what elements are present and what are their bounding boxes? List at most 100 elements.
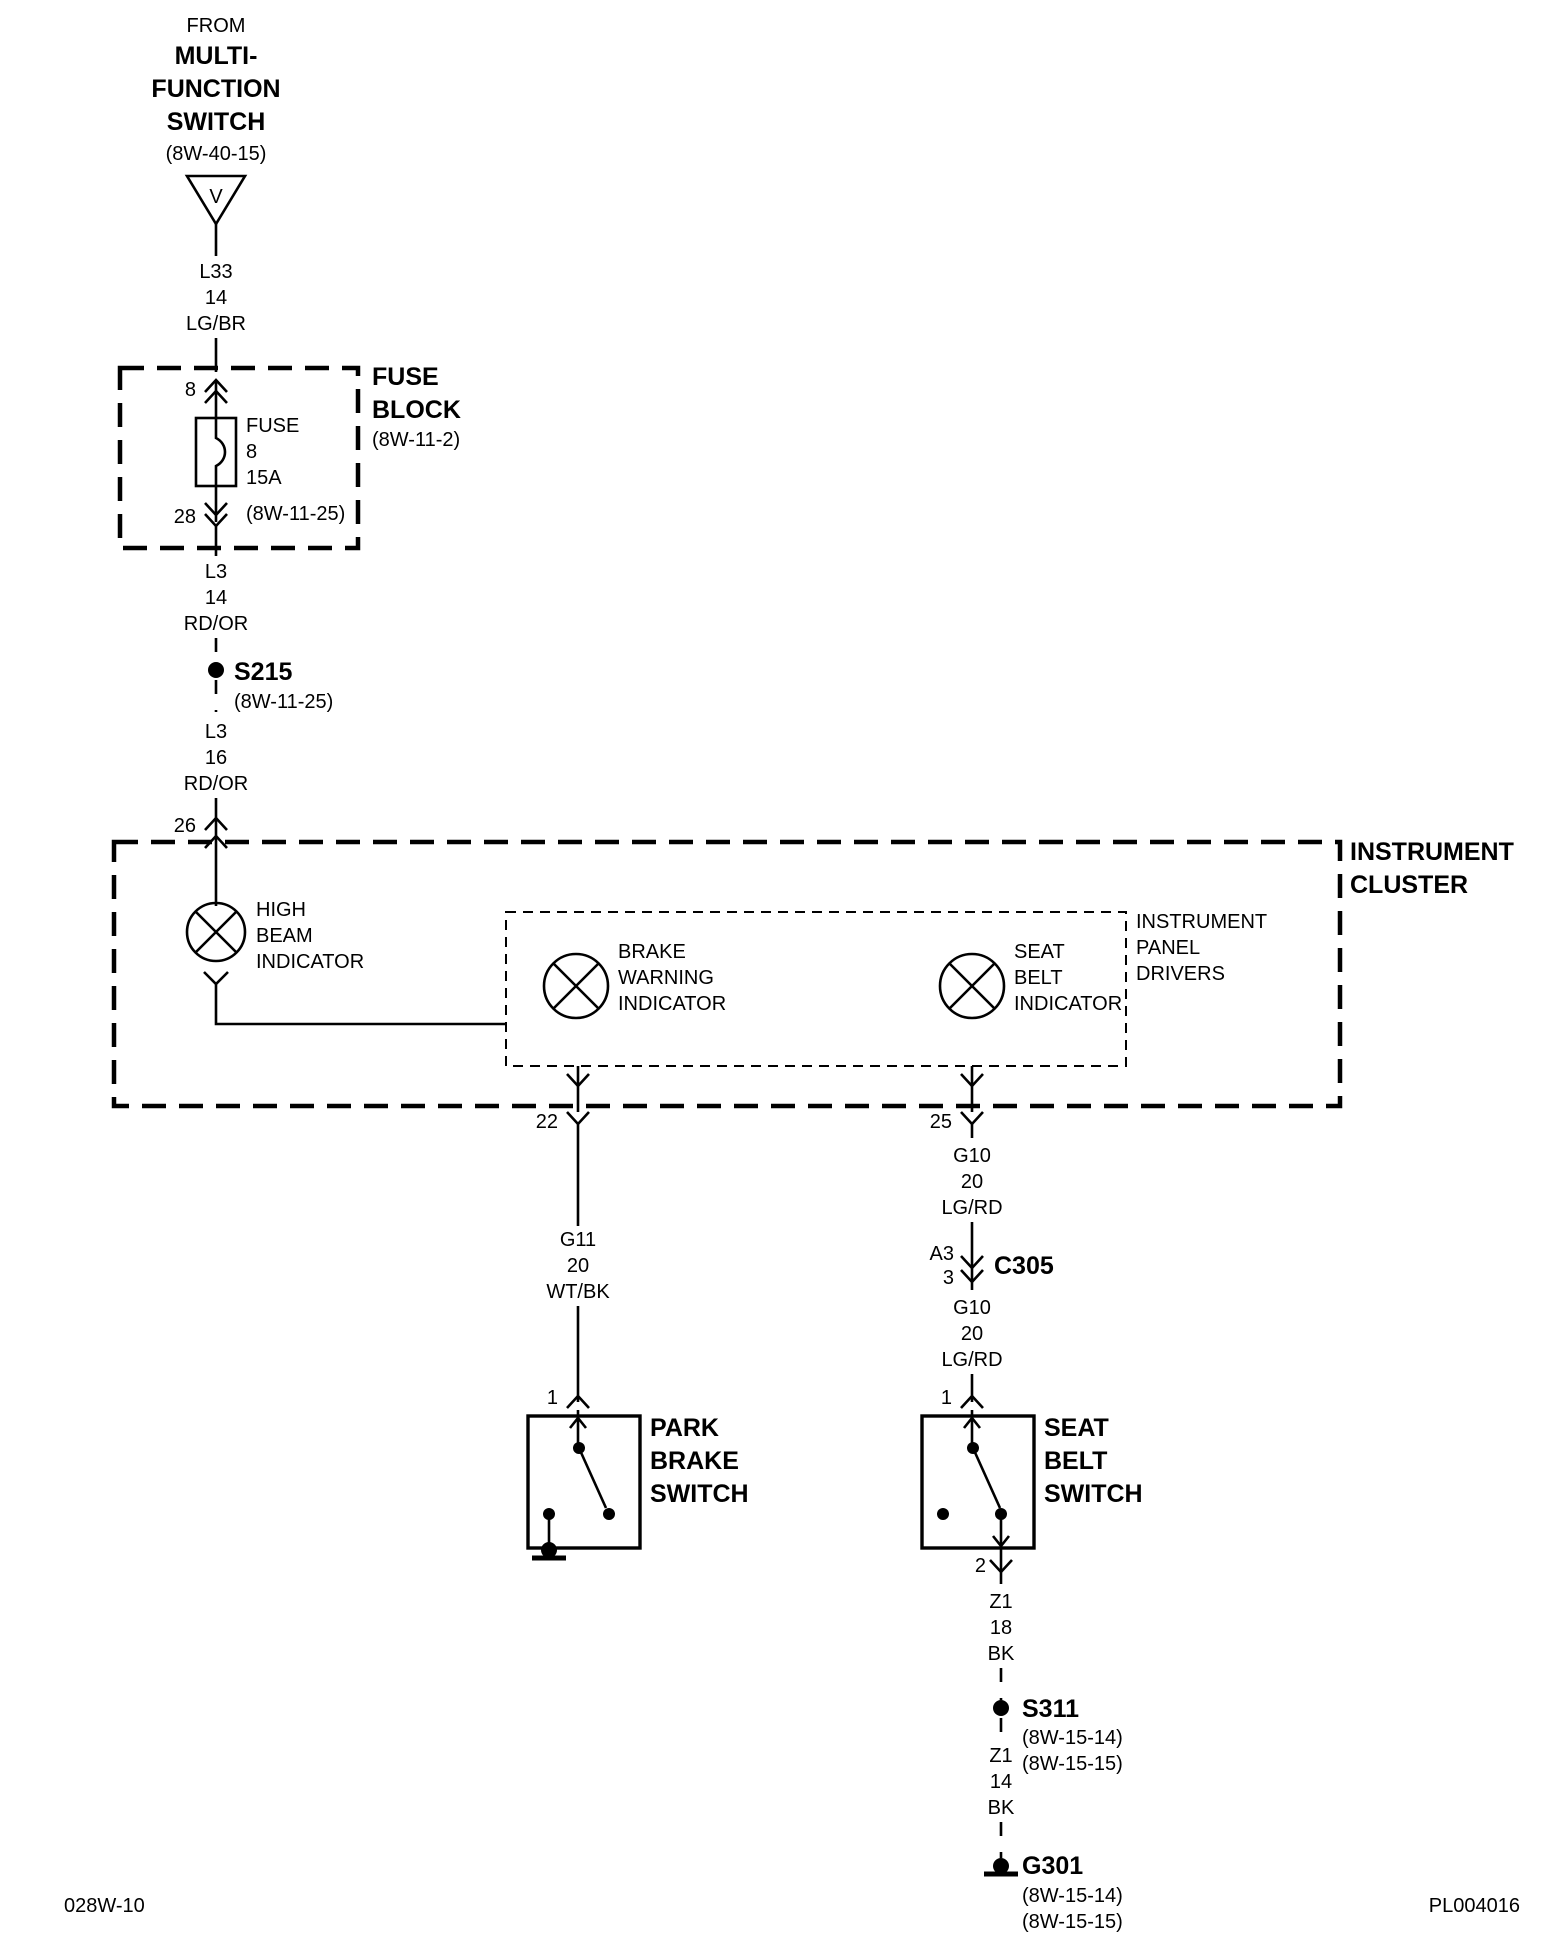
seat-belt-switch-label-line1: SEAT — [1044, 1414, 1109, 1442]
svg-text:BK: BK — [988, 1643, 1015, 1665]
svg-text:G10: G10 — [953, 1145, 991, 1167]
c305-pin-bottom: 3 — [943, 1267, 954, 1289]
seat-belt-switch: SEAT BELT SWITCH — [920, 1410, 1143, 1550]
svg-text:Z1: Z1 — [989, 1591, 1012, 1613]
seat-belt-switch-label-line2: BELT — [1044, 1447, 1107, 1475]
seat-belt-indicator: SEAT BELT INDICATOR — [938, 941, 1122, 1020]
park-brake-switch-blade — [577, 1447, 608, 1509]
drivers-label-line1: INSTRUMENT — [1136, 911, 1267, 933]
svg-text:18: 18 — [990, 1617, 1012, 1639]
svg-text:LG/RD: LG/RD — [941, 1197, 1002, 1219]
seat-belt-switch-label-line3: SWITCH — [1044, 1480, 1143, 1508]
brake-warning-label-line2: WARNING — [618, 967, 714, 989]
brake-warning-lamp-icon — [542, 952, 610, 1020]
fuse-block-outline — [117, 365, 361, 551]
brake-warning-label-line3: INDICATOR — [618, 993, 726, 1015]
pin-fork-park-1 — [566, 1394, 590, 1409]
splice-s311-dot — [993, 1700, 1009, 1716]
splice-s215-dot — [208, 662, 224, 678]
fuse-label: FUSE — [246, 415, 299, 437]
brake-warning-label-line1: BRAKE — [618, 941, 686, 963]
fuse-link — [214, 418, 227, 486]
pin-fork-seat-2 — [989, 1559, 1013, 1574]
seat-belt-switch-pin-2: 2 — [975, 1555, 986, 1577]
cluster-pin-22: 22 — [536, 1111, 558, 1133]
wire-l3-b-label: L3 16 RD/OR — [184, 721, 248, 795]
source-multifunction-switch: FROM MULTI- FUNCTION SWITCH (8W-40-15) V — [151, 15, 281, 227]
wire-l33-label: L33 14 LG/BR — [186, 261, 246, 335]
wire-z1-b-label: Z1 14 BK — [988, 1745, 1015, 1819]
wire-l3-a-label: L3 14 RD/OR — [184, 561, 248, 635]
source-name-line2: FUNCTION — [151, 75, 280, 103]
fuse-pin-out: 28 — [174, 506, 196, 528]
seat-belt-switch-box — [920, 1414, 1036, 1550]
svg-text:14: 14 — [990, 1771, 1012, 1793]
park-brake-label-line2: BRAKE — [650, 1447, 739, 1475]
ground-g301-name: G301 — [1022, 1852, 1083, 1880]
ground-g301-ref1: (8W-15-14) — [1022, 1885, 1123, 1907]
high-beam-label-line3: INDICATOR — [256, 951, 364, 973]
wire-g11-label: G11 20 WT/BK — [546, 1229, 610, 1303]
svg-text:20: 20 — [961, 1171, 983, 1193]
instrument-cluster: INSTRUMENT CLUSTER 26 HIGH BEAM INDICATO… — [111, 815, 1514, 1133]
svg-text:16: 16 — [205, 747, 227, 769]
cluster-title-line2: CLUSTER — [1350, 871, 1468, 899]
pin-fork-22 — [566, 1111, 590, 1126]
seat-belt-lamp-icon — [938, 952, 1006, 1020]
source-name-line1: MULTI- — [175, 42, 258, 70]
svg-text:BK: BK — [988, 1797, 1015, 1819]
park-brake-switch-box — [526, 1414, 642, 1550]
connector-v-triangle — [184, 174, 248, 227]
svg-text:RD/OR: RD/OR — [184, 613, 248, 635]
pin-fork-high-beam — [203, 971, 229, 986]
seat-belt-switch-blade — [971, 1447, 1002, 1509]
svg-text:20: 20 — [567, 1255, 589, 1277]
svg-text:L3: L3 — [205, 721, 227, 743]
drivers-label-line3: DRIVERS — [1136, 963, 1225, 985]
fuse-pin-in: 8 — [185, 379, 196, 401]
seat-belt-label-line1: SEAT — [1014, 941, 1065, 963]
brake-warning-indicator: BRAKE WARNING INDICATOR — [542, 941, 726, 1020]
high-beam-lamp-icon — [185, 901, 247, 963]
svg-text:Z1: Z1 — [989, 1745, 1012, 1767]
connector-v-label: V — [209, 186, 223, 208]
splice-s215-name: S215 — [234, 658, 292, 686]
svg-text:20: 20 — [961, 1323, 983, 1345]
svg-text:G11: G11 — [560, 1229, 596, 1251]
svg-text:LG/BR: LG/BR — [186, 313, 246, 335]
splice-s215-ref: (8W-11-25) — [234, 691, 333, 713]
footer-right-code: PL004016 — [1429, 1895, 1520, 1917]
high-beam-label-line2: BEAM — [256, 925, 313, 947]
fuse-number: 8 — [246, 441, 257, 463]
park-brake-pin-1: 1 — [547, 1387, 558, 1409]
source-ref: (8W-40-15) — [166, 143, 267, 165]
wire-z1-a-label: Z1 18 BK — [988, 1591, 1015, 1665]
seat-belt-label-line3: INDICATOR — [1014, 993, 1122, 1015]
park-brake-switch: PARK BRAKE SWITCH — [526, 1410, 749, 1561]
svg-text:14: 14 — [205, 587, 227, 609]
drivers-label-line2: PANEL — [1136, 937, 1200, 959]
svg-text:RD/OR: RD/OR — [184, 773, 248, 795]
cluster-pin-25: 25 — [930, 1111, 952, 1133]
splice-s311-ref2: (8W-15-15) — [1022, 1753, 1123, 1775]
c305-pin-top: A3 — [930, 1243, 954, 1265]
footer-left-code: 028W-10 — [64, 1895, 145, 1917]
cluster-title-line1: INSTRUMENT — [1350, 838, 1514, 866]
fuse-block-title-line2: BLOCK — [372, 396, 461, 424]
source-from-label: FROM — [187, 15, 246, 37]
pin-fork-25 — [960, 1111, 984, 1126]
c305-name: C305 — [994, 1252, 1054, 1280]
splice-s311-ref1: (8W-15-14) — [1022, 1727, 1123, 1749]
fuse-block: FUSE BLOCK (8W-11-2) 8 28 FUSE 8 15A (8W… — [117, 363, 461, 551]
drivers-outline — [505, 911, 1127, 1067]
pin-fork-seat-1 — [960, 1394, 984, 1409]
fuse-block-ref: (8W-11-2) — [372, 429, 460, 451]
ground-g301-ref2: (8W-15-15) — [1022, 1911, 1123, 1933]
wire-g10-b-label: G10 20 LG/RD — [941, 1297, 1002, 1371]
park-brake-label-line1: PARK — [650, 1414, 719, 1442]
svg-text:L33: L33 — [199, 261, 232, 283]
source-name-line3: SWITCH — [167, 108, 266, 136]
svg-text:G10: G10 — [953, 1297, 991, 1319]
instrument-panel-drivers: INSTRUMENT PANEL DRIVERS BRAKE WARNING I… — [505, 911, 1267, 1067]
